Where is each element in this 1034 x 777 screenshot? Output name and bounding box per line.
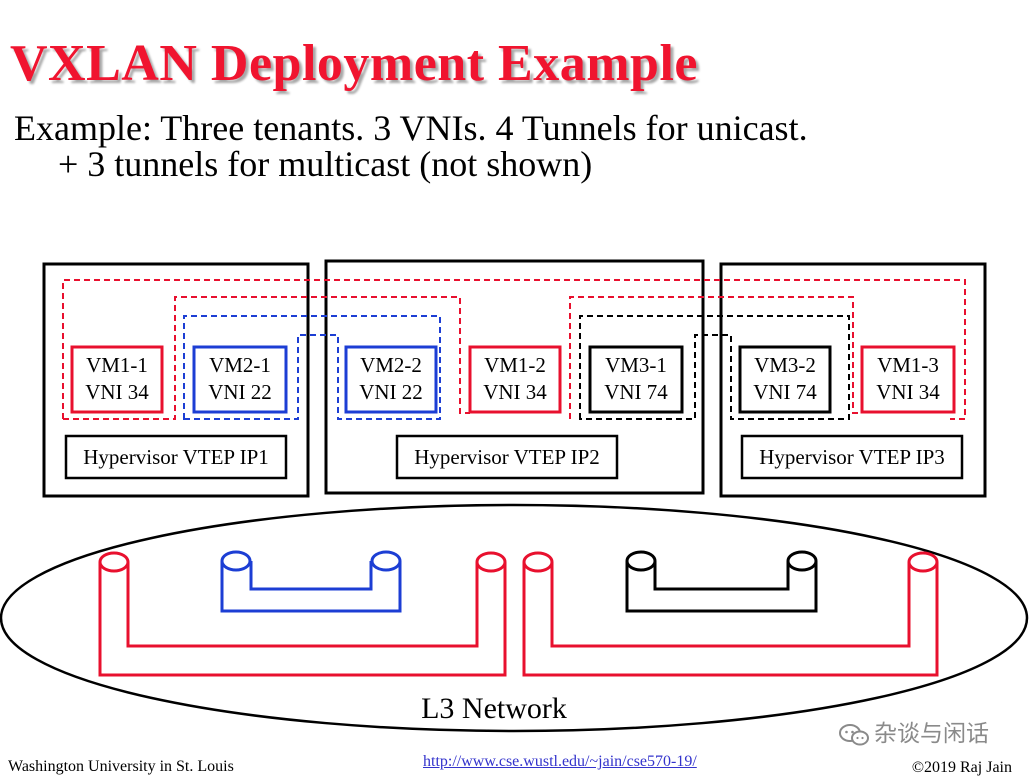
tenant-red-overlay-right <box>569 296 862 419</box>
watermark: 杂谈与闲话 <box>838 714 989 748</box>
vm-vni: VNI 34 <box>85 380 149 404</box>
vm-vni: VNI 22 <box>208 380 272 404</box>
host-box-2 <box>324 259 705 495</box>
host-box-3 <box>719 262 987 498</box>
footer-copyright: ©2019 Raj Jain <box>911 759 1012 776</box>
vm-vni: VNI 74 <box>753 380 817 404</box>
tenant-blue-overlay <box>183 315 441 420</box>
vm-name: VM2-1 <box>209 353 271 377</box>
vm-box: VM3-1 VNI 74 <box>588 345 684 414</box>
vm-name: VM2-2 <box>360 353 422 377</box>
hypervisor-label: Hypervisor VTEP IP2 <box>414 445 600 469</box>
tenant-red-overlay-left-close <box>63 296 470 420</box>
chat-bubble-icon <box>839 723 869 745</box>
vm-vni: VNI 34 <box>483 380 547 404</box>
vm-box: VM1-2 VNI 34 <box>468 345 562 414</box>
watermark-text: 杂谈与闲话 <box>874 721 989 747</box>
tunnel-red-ip1-ip2 <box>98 551 507 677</box>
vm-vni: VNI 34 <box>876 380 940 404</box>
tunnel-red-ip2-ip3 <box>522 551 939 677</box>
tunnel-blue-ip1-ip2 <box>220 550 402 613</box>
hypervisor-label: Hypervisor VTEP IP3 <box>759 445 945 469</box>
vm-name: VM1-2 <box>484 353 546 377</box>
vm-box: VM1-3 VNI 34 <box>860 345 956 414</box>
hypervisor-label: Hypervisor VTEP IP1 <box>83 445 269 469</box>
vm-vni: VNI 22 <box>359 380 423 404</box>
vm-box: VM3-2 VNI 74 <box>738 345 832 414</box>
footer-institution: Washington University in St. Louis <box>8 758 234 775</box>
l3-network-ellipse <box>0 503 1029 733</box>
subtitle-line-2: + 3 tunnels for multicast (not shown) <box>58 144 593 184</box>
subtitle-line-1: Example: Three tenants. 3 VNIs. 4 Tunnel… <box>14 108 808 148</box>
footer-course-link[interactable]: http://www.cse.wustl.edu/~jain/cse570-19… <box>423 753 697 770</box>
hypervisor-vtep-box: Hypervisor VTEP IP3 <box>740 434 964 480</box>
hypervisor-vtep-box: Hypervisor VTEP IP2 <box>395 434 619 480</box>
vm-name: VM3-2 <box>754 353 816 377</box>
hypervisor-vtep-box: Hypervisor VTEP IP1 <box>64 434 288 480</box>
vm-name: VM3-1 <box>605 353 667 377</box>
vm-box: VM1-1 VNI 34 <box>70 345 164 414</box>
vm-box: VM2-1 VNI 22 <box>192 345 288 414</box>
vm-box: VM2-2 VNI 22 <box>344 345 438 414</box>
vm-vni: VNI 74 <box>604 380 668 404</box>
tenant-black-overlay <box>579 315 850 420</box>
tunnel-black-ip2-ip3 <box>625 550 818 613</box>
host-box-1 <box>42 262 310 498</box>
vm-name: VM1-3 <box>877 353 939 377</box>
tenant-red-overlay-outer <box>62 279 966 420</box>
vm-name: VM1-1 <box>86 353 148 377</box>
slide-title: VXLAN Deployment Example <box>10 35 698 92</box>
l3-network-label: L3 Network <box>421 692 567 725</box>
